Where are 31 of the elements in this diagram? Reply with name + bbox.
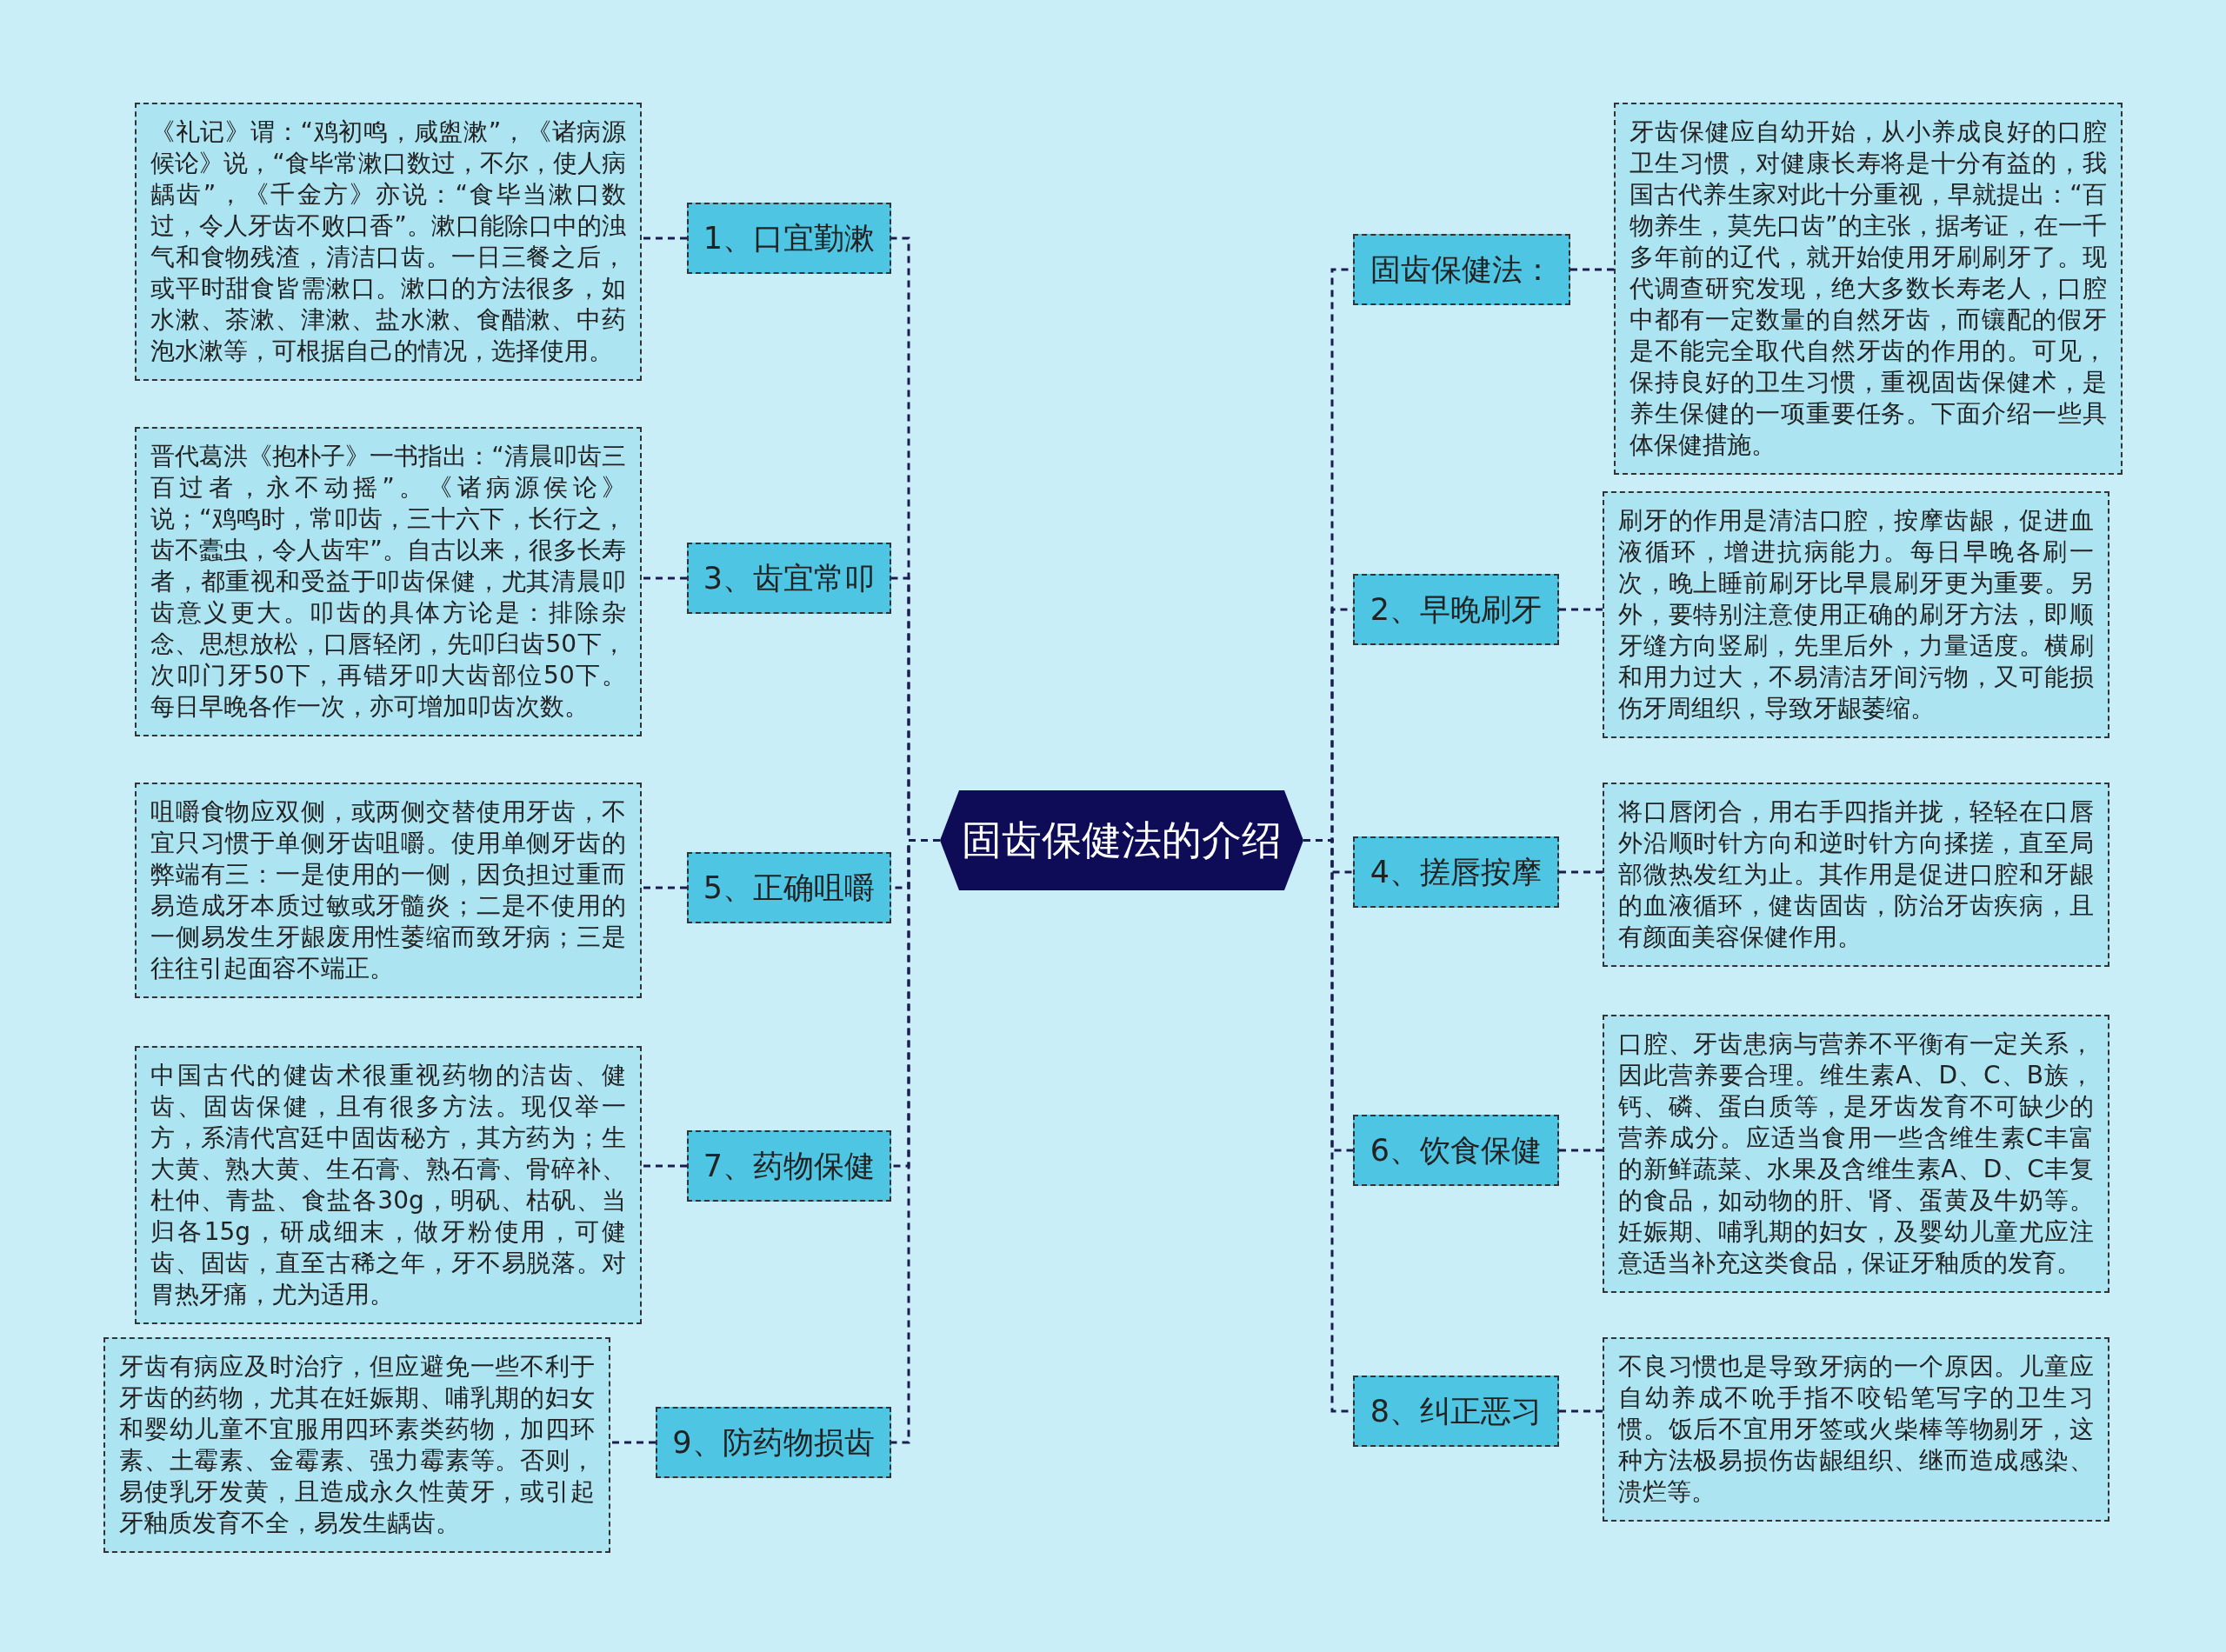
topic-box: 7、药物保健 bbox=[687, 1130, 891, 1202]
topic-box: 3、齿宜常叩 bbox=[687, 543, 891, 614]
note-box: 牙齿有病应及时治疗，但应避免一些不利于牙齿的药物，尤其在妊娠期、哺乳期的妇女和婴幼儿童不宜服用四环素类药物，加四环素、土霉素、金霉素、强力霉素等。否则，易使乳牙发黄，且造成永久性黄牙，或引起牙釉质发育不全，易发生龋齿。 bbox=[103, 1337, 610, 1553]
connector bbox=[642, 1164, 687, 1168]
connector bbox=[1559, 870, 1603, 874]
topic-box: 4、搓唇按摩 bbox=[1353, 836, 1559, 908]
note-box: 不良习惯也是导致牙病的一个原因。儿童应自幼养成不吮手指不咬铅笔写字的卫生习惯。饭后不宜用牙签或火柴棒等物剔牙，这种方法极易损伤齿龈组织、继而造成感染、溃烂等。 bbox=[1603, 1337, 2109, 1522]
topic-box: 2、早晚刷牙 bbox=[1353, 574, 1559, 645]
note-box: 咀嚼食物应双侧，或两侧交替使用牙齿，不宜只习惯于单侧牙齿咀嚼。使用单侧牙齿的弊端有三：一是使用的一侧，因负担过重而易造成牙本质过敏或牙髓炎；二是不使用的一侧易发生牙龈废用性萎缩而致牙病；三是往往引起面容不端正。 bbox=[135, 783, 642, 998]
topic-box: 6、饮食保健 bbox=[1353, 1115, 1559, 1186]
note-box: 晋代葛洪《抱朴子》一书指出：“清晨叩齿三百过者，永不动摇”。《诸病源侯论》说；“鸡鸣时，常叩齿，三十六下，长行之，齿不蠹虫，令人齿牢”。自古以来，很多长寿者，都重视和受益于叩齿保健，尤其清晨叩齿意义更大。叩齿的具体方论是：排除杂念、思想放松，口唇轻闭，先叩臼齿50下，次叩门牙50下，再错牙叩大齿部位50下。每日早晚各作一次，亦可增加叩齿次数。 bbox=[135, 427, 642, 736]
note-box: 中国古代的健齿术很重视药物的洁齿、健齿、固齿保健，且有很多方法。现仅举一方，系清代宫廷中固齿秘方，其方药为；生大黄、熟大黄、生石膏、熟石膏、骨碎补、杜仲、青盐、食盐各30g，明矾、枯矾、当归各15g，研成细末，做牙粉使用，可健齿、固齿，直至古稀之年，牙不易脱落。对胃热牙痛，尤为适用。 bbox=[135, 1046, 642, 1324]
note-box: 口腔、牙齿患病与营养不平衡有一定关系，因此营养要合理。维生素A、D、C、B族，钙、磷、蛋白质等，是牙齿发育不可缺少的营养成分。应适当食用一些含维生素C丰富的新鲜蔬菜、水果及含维生素A、D、C丰复的食品，如动物的肝、肾、蛋黄及牛奶等。妊娠期、哺乳期的妇女，及婴幼儿童尤应注意适当补充这类食品，保证牙釉质的发育。 bbox=[1603, 1015, 2109, 1293]
connector bbox=[1559, 1409, 1603, 1413]
connector bbox=[1570, 268, 1614, 271]
topic-box: 5、正确咀嚼 bbox=[687, 852, 891, 923]
topic-box: 固齿保健法： bbox=[1353, 234, 1570, 305]
connector bbox=[642, 886, 687, 889]
connector bbox=[610, 1441, 656, 1444]
topic-box: 8、纠正恶习 bbox=[1353, 1376, 1559, 1447]
connector bbox=[1559, 1149, 1603, 1152]
connector bbox=[642, 576, 687, 580]
topic-box: 9、防药物损齿 bbox=[656, 1407, 891, 1478]
note-box: 刷牙的作用是清洁口腔，按摩齿龈，促进血液循环，增进抗病能力。每日早晚各刷一次，晚上睡前刷牙比早晨刷牙更为重要。另外，要特别注意使用正确的刷牙方法，即顺牙缝方向竖刷，先里后外，力量适度。横刷和用力过大，不易清洁牙间污物，又可能损伤牙周组织，导致牙龈萎缩。 bbox=[1603, 491, 2109, 738]
connector bbox=[1559, 608, 1603, 611]
central-topic: 固齿保健法的介绍 bbox=[940, 790, 1303, 890]
connector bbox=[642, 236, 687, 240]
topic-box: 1、口宜勤漱 bbox=[687, 203, 891, 274]
note-box: 《礼记》谓：“鸡初鸣，咸盥漱”，《诸病源候论》说，“食毕常漱口数过，不尔，使人病龋齿”，《千金方》亦说：“食毕当漱口数过，令人牙齿不败口香”。漱口能除口中的浊气和食物残渣，清洁口齿。一日三餐之后，或平时甜食皆需漱口。漱口的方法很多，如水漱、茶漱、津漱、盐水漱、食醋漱、中药泡水漱等，可根据自己的情况，选择使用。 bbox=[135, 103, 642, 381]
note-box: 牙齿保健应自幼开始，从小养成良好的口腔卫生习惯，对健康长寿将是十分有益的，我国古代养生家对此十分重视，早就提出：“百物养生，莫先口齿”的主张，据考证，在一千多年前的辽代，就开始使用牙刷刷牙了。现代调查研究发现，绝大多数长寿老人，口腔中都有一定数量的自然牙齿，而镶配的假牙是不能完全取代自然牙齿的作用的。可见，保持良好的卫生习惯，重视固齿保健术，是养生保健的一项重要任务。下面介绍一些具体保健措施。 bbox=[1614, 103, 2123, 475]
note-box: 将口唇闭合，用右手四指并拢，轻轻在口唇外沿顺时针方向和逆时针方向揉搓，直至局部微热发红为止。其作用是促进口腔和牙龈的血液循环，健齿固齿，防治牙齿疾病，且有颜面美容保健作用。 bbox=[1603, 783, 2109, 967]
